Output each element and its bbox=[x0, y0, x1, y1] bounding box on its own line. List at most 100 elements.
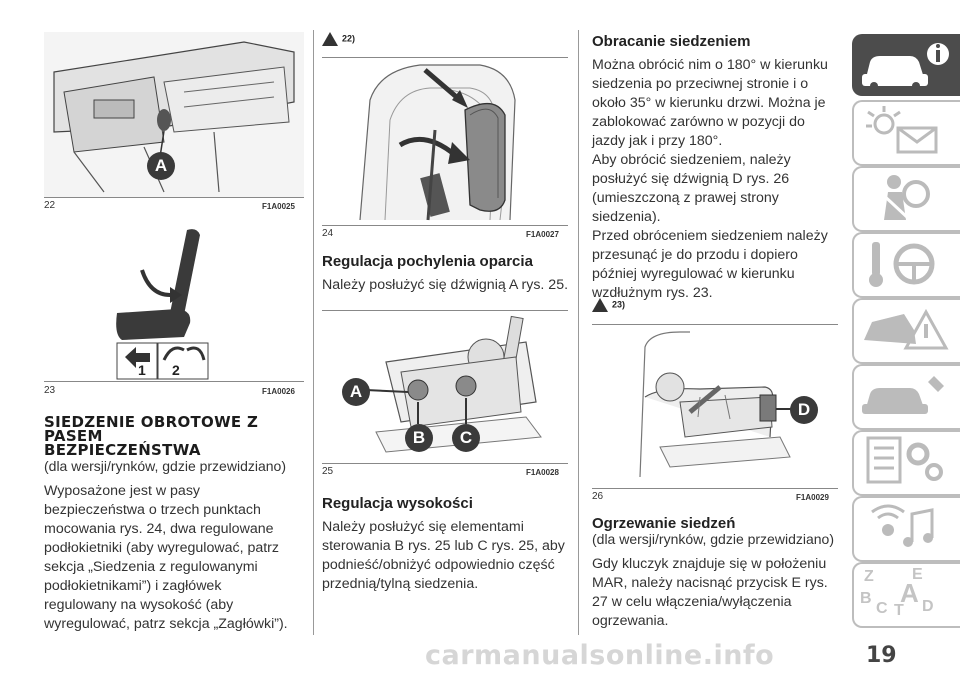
figure-22-callout: A bbox=[147, 152, 175, 180]
text-line: podłokietnikami”) i zagłówek bbox=[44, 578, 222, 594]
text-line: podłokietniki (aby wyregulować, patrz bbox=[44, 540, 279, 556]
text-line: Wyposażone jest w pasy bbox=[44, 483, 201, 499]
chapter-tab-index[interactable]: Z E B A C T D bbox=[852, 562, 960, 628]
text-line: później wyregulować w kierunku bbox=[592, 266, 795, 282]
figure-24-code: F1A0027 bbox=[526, 230, 559, 239]
key-steering-icon bbox=[869, 242, 935, 287]
text-line: wyregulować, patrz sekcja „Zagłówki”). bbox=[44, 616, 288, 632]
chapter-tab-technical-data[interactable] bbox=[852, 430, 960, 496]
index-letter-t: T bbox=[894, 602, 904, 619]
text-line: przednią/tylną siedzenia. bbox=[322, 576, 479, 592]
figure-25-callout-b: B bbox=[405, 424, 433, 452]
heading-swivel-seat-line2: PASEM bbox=[44, 427, 103, 445]
warning-ref-22: 22) bbox=[322, 32, 355, 46]
heading-seat-rotation: Obracanie siedzeniem bbox=[592, 33, 751, 50]
figure-23-number: 23 bbox=[44, 385, 56, 396]
text-line: (umieszczoną z prawej strony bbox=[592, 190, 779, 206]
heading-backrest-adjustment: Regulacja pochylenia oparcia bbox=[322, 253, 533, 270]
seat-heating-subtitle: (dla wersji/rynków, gdzie przewidziano) bbox=[592, 531, 834, 547]
chapter-tab-driving[interactable] bbox=[852, 232, 960, 298]
backrest-adjustment-text: Należy posłużyć się dźwignią A rys. 25. bbox=[322, 277, 569, 293]
figure-26-rule bbox=[592, 488, 838, 489]
swivel-seat-subtitle: (dla wersji/rynków, gdzie przewidziano) bbox=[44, 458, 286, 474]
chapter-tab-service[interactable] bbox=[852, 364, 960, 430]
multimedia-icon bbox=[871, 504, 934, 547]
index-letter-b: B bbox=[860, 590, 872, 607]
figure-23-label-1: 1 bbox=[138, 362, 146, 378]
watermark: carmanualsonline.info bbox=[425, 640, 775, 671]
figure-25-top-rule bbox=[322, 310, 568, 311]
figure-22-number: 22 bbox=[44, 200, 56, 211]
car-service-icon bbox=[862, 376, 944, 414]
text-line: mocowania rys. 24, dwa regulowane bbox=[44, 521, 274, 537]
chapter-tab-safety[interactable] bbox=[852, 166, 960, 232]
chapter-tab-lights[interactable] bbox=[852, 100, 960, 166]
text-line: Gdy kluczyk znajduje się w położeniu bbox=[592, 556, 827, 572]
index-letter-c: C bbox=[876, 600, 888, 617]
heading-seat-heating: Ogrzewanie siedzeń bbox=[592, 515, 736, 532]
figure-25-callout-a: A bbox=[342, 378, 370, 406]
checklist-gears-icon bbox=[866, 436, 943, 484]
figure-23-rule bbox=[44, 381, 304, 382]
figure-25-number: 25 bbox=[322, 466, 334, 477]
text-line: zablokować zarówno w pozycji do bbox=[592, 114, 805, 130]
figure-22-code: F1A0025 bbox=[262, 202, 295, 211]
figure-22 bbox=[44, 32, 304, 197]
text-line: Należy posłużyć się elementami bbox=[322, 519, 524, 535]
heading-height-adjustment: Regulacja wysokości bbox=[322, 495, 473, 512]
figure-26 bbox=[600, 327, 836, 485]
text-line: MAR, należy nacisnąć przycisk E rys. bbox=[592, 575, 828, 591]
figure-26-top-rule bbox=[592, 324, 838, 325]
warning-ref-23: 23) bbox=[592, 298, 625, 312]
figure-24 bbox=[330, 60, 566, 225]
figure-25-code: F1A0028 bbox=[526, 468, 559, 477]
figure-25 bbox=[326, 312, 566, 460]
text-line: siedzenia). bbox=[592, 209, 661, 225]
text-line: około 35° w kierunku drzwi. Można je bbox=[592, 95, 826, 111]
airbag-safety-icon bbox=[878, 175, 930, 220]
figure-23-label-2: 2 bbox=[172, 362, 180, 378]
lights-mail-icon bbox=[866, 106, 938, 154]
car-info-icon bbox=[862, 43, 949, 90]
text-line: siedzenia po przeciwnej stronie i o bbox=[592, 76, 809, 92]
warning-triangle-icon bbox=[592, 298, 608, 312]
page-number: 19 bbox=[866, 643, 897, 668]
column-divider-1 bbox=[313, 30, 314, 635]
index-letter-z: Z bbox=[864, 568, 874, 585]
text-line: ogrzewania. bbox=[592, 613, 669, 629]
index-letter-e: E bbox=[912, 566, 923, 583]
car-accident-icon bbox=[864, 308, 949, 350]
figure-25-rule bbox=[322, 463, 568, 464]
figure-24-number: 24 bbox=[322, 228, 334, 239]
text-line: sterowania B rys. 25 lub C rys. 25, aby bbox=[322, 538, 565, 554]
figure-26-number: 26 bbox=[592, 491, 604, 502]
figure-26-code: F1A0029 bbox=[796, 493, 829, 502]
chapter-tab-car-info[interactable] bbox=[852, 34, 960, 96]
text-line: posłużyć się dźwignią D rys. 26 bbox=[592, 171, 790, 187]
chapter-tab-emergency[interactable] bbox=[852, 298, 960, 364]
figure-26-callout-d: D bbox=[790, 396, 818, 424]
text-line: Przed obróceniem siedzeniem należy bbox=[592, 228, 828, 244]
text-line: Aby obrócić siedzeniem, należy bbox=[592, 152, 791, 168]
text-line: wzdłużnym rys. 23. bbox=[592, 285, 713, 301]
text-line: bezpieczeństwa o trzech punktach bbox=[44, 502, 261, 518]
figure-23-code: F1A0026 bbox=[262, 387, 295, 396]
figure-23 bbox=[112, 225, 222, 380]
alphabet-index-icon: Z E B A C T D bbox=[854, 564, 958, 622]
figure-22-rule bbox=[44, 197, 304, 198]
text-line: regulowany na wysokość (aby bbox=[44, 597, 234, 613]
index-letter-d: D bbox=[922, 598, 934, 615]
text-line: przesunąć je do przodu i dopiero bbox=[592, 247, 798, 263]
figure-25-callout-c: C bbox=[452, 424, 480, 452]
text-line: Można obrócić nim o 180° w kierunku bbox=[592, 57, 828, 73]
chapter-tab-multimedia[interactable] bbox=[852, 496, 960, 562]
heading-swivel-seat-line3: BEZPIECZEŃSTWA bbox=[44, 441, 201, 459]
column-divider-2 bbox=[578, 30, 579, 635]
index-letter-a: A bbox=[900, 578, 919, 608]
text-line: sekcja „Siedzenia z regulowanymi bbox=[44, 559, 258, 575]
text-line: jazdy jak i przy 180°. bbox=[592, 133, 723, 149]
warning-triangle-icon bbox=[322, 32, 338, 46]
heading-swivel-seat-line1: SIEDZENIE OBROTOWE Z bbox=[44, 413, 259, 431]
text-line: 27 w celu włączenia/wyłączenia bbox=[592, 594, 792, 610]
figure-24-top-rule bbox=[322, 57, 568, 58]
